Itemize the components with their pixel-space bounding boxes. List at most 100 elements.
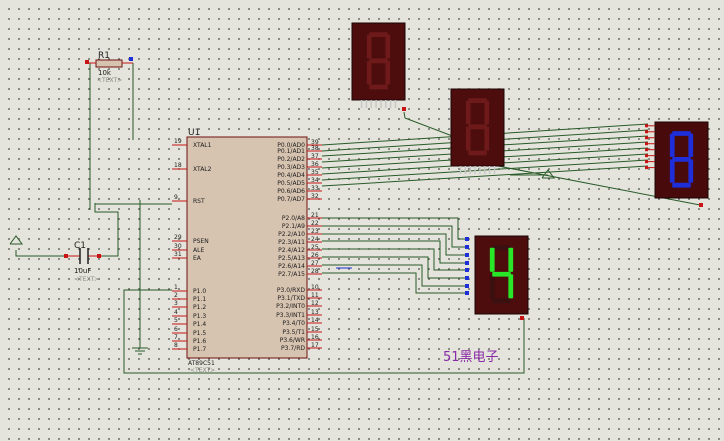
- chip-part: AT89C51: [188, 360, 215, 367]
- display-green[interactable]: [465, 235, 529, 320]
- pin-number: 9: [174, 194, 178, 201]
- segment-c: [688, 159, 694, 183]
- pin-label: P0.6/AD6: [277, 188, 305, 195]
- segment-b: [508, 247, 514, 272]
- watermark-text: 51黑电子: [443, 350, 499, 365]
- segment-d: [468, 150, 487, 156]
- pin-number: 35: [311, 169, 319, 176]
- pin-label: P2.2/A10: [278, 231, 305, 238]
- display-top-left[interactable]: [351, 22, 406, 111]
- pin-number: 25: [311, 244, 319, 251]
- segment-d: [672, 182, 691, 188]
- capacitor-c1[interactable]: C1 10uF <TEXT>: [64, 241, 102, 283]
- pin-label: P2.4/A12: [278, 247, 305, 254]
- pin-label: P1.5: [193, 330, 206, 337]
- pin-number: 15: [311, 326, 319, 333]
- microcontroller-u1[interactable]: U1 AT89C51 <TEXT> 19XTAL118XTAL29RST29PS…: [172, 128, 322, 374]
- pin-number: 36: [311, 161, 319, 168]
- pin-label: P3.2/INT0: [276, 303, 305, 310]
- pin-label: P3.7/RD: [281, 345, 305, 352]
- pin-label: PSEN: [193, 238, 209, 245]
- wires: [15, 63, 701, 374]
- ground-symbol: [132, 347, 148, 355]
- pin-number: 39: [311, 139, 319, 146]
- pin-number: 24: [311, 236, 319, 243]
- pin-number: 11: [311, 292, 319, 299]
- pin-number: 2: [174, 292, 178, 299]
- segment-f: [465, 100, 471, 125]
- pin-number: 5: [174, 317, 178, 324]
- pin-number: 33: [311, 185, 319, 192]
- pin-number: 27: [311, 260, 319, 267]
- pin-label: P0.2/AD2: [277, 156, 305, 163]
- pin-number: 14: [311, 317, 319, 324]
- pin-number: 13: [311, 309, 319, 316]
- segment-c: [385, 60, 391, 85]
- pin-number: 29: [174, 234, 182, 241]
- pin-number: 23: [311, 228, 319, 235]
- segment-e: [669, 159, 675, 183]
- resistor-r1[interactable]: R1 10k <TEXT>: [85, 51, 133, 84]
- pin-number: 12: [311, 300, 319, 307]
- segment-g: [492, 271, 511, 277]
- segment-a: [468, 98, 487, 104]
- pin-number: 32: [311, 193, 319, 200]
- pin-label: P0.7/AD7: [277, 196, 305, 203]
- pin-label: P3.1/TXD: [277, 295, 305, 302]
- pin-label: RST: [193, 198, 205, 205]
- segment-a: [492, 245, 511, 251]
- segment-c: [484, 126, 490, 151]
- pin-number: 34: [311, 177, 319, 184]
- segment-b: [385, 34, 391, 59]
- pin-label: P2.0/A8: [282, 215, 305, 222]
- pin-label: P3.4/T0: [282, 320, 305, 327]
- display-right-blue[interactable]: [645, 121, 709, 207]
- segment-e: [465, 126, 471, 151]
- pin-label: P0.5/AD5: [277, 180, 305, 187]
- pin-number: 17: [311, 342, 319, 349]
- pin-label: P3.0/RXD: [277, 287, 305, 294]
- pin-number: 3: [174, 300, 178, 307]
- segment-e: [366, 60, 372, 85]
- segment-c: [508, 274, 514, 299]
- capacitor-value: 10uF: [74, 267, 91, 275]
- pin-number: 22: [311, 220, 319, 227]
- pin-label: P3.5/T1: [282, 329, 305, 336]
- pin-label: P2.7/A15: [278, 271, 305, 278]
- pin-label: P2.3/A11: [278, 239, 305, 246]
- pin-label: P1.2: [193, 304, 206, 311]
- pin-number: 30: [174, 243, 182, 250]
- pin-label: XTAL1: [193, 142, 212, 149]
- segment-f: [489, 247, 495, 272]
- pin-label: P3.3/INT1: [276, 312, 305, 319]
- segment-f: [669, 133, 675, 157]
- resistor-ref: R1: [98, 51, 110, 61]
- pin-number: 28: [311, 268, 319, 275]
- pin-label: P2.5/A13: [278, 255, 305, 262]
- segment-e: [489, 274, 495, 299]
- pin-label: XTAL2: [193, 166, 212, 173]
- power-terminal-right: [541, 169, 555, 179]
- pin-label: P0.1/AD1: [277, 148, 305, 155]
- pin-number: 18: [174, 162, 182, 169]
- pin-number: 7: [174, 334, 178, 341]
- pin-label: P2.1/A9: [282, 223, 305, 230]
- pin-number: 16: [311, 334, 319, 341]
- segment-g: [369, 58, 388, 64]
- pin-number: 31: [174, 251, 182, 258]
- pin-number: 1: [174, 284, 178, 291]
- pin-label: P1.7: [193, 346, 206, 353]
- segment-d: [369, 84, 388, 90]
- pin-number: 38: [311, 145, 319, 152]
- pin-number: 8: [174, 342, 178, 349]
- pin-number: 4: [174, 309, 178, 316]
- pin-label: P1.4: [193, 321, 206, 328]
- segment-d: [492, 298, 511, 304]
- pin-number: 37: [311, 153, 319, 160]
- pin-label: P1.1: [193, 296, 206, 303]
- pin-label: P0.0/AD0: [277, 142, 305, 149]
- display-middle[interactable]: [450, 88, 505, 174]
- pin-number: 19: [174, 138, 182, 145]
